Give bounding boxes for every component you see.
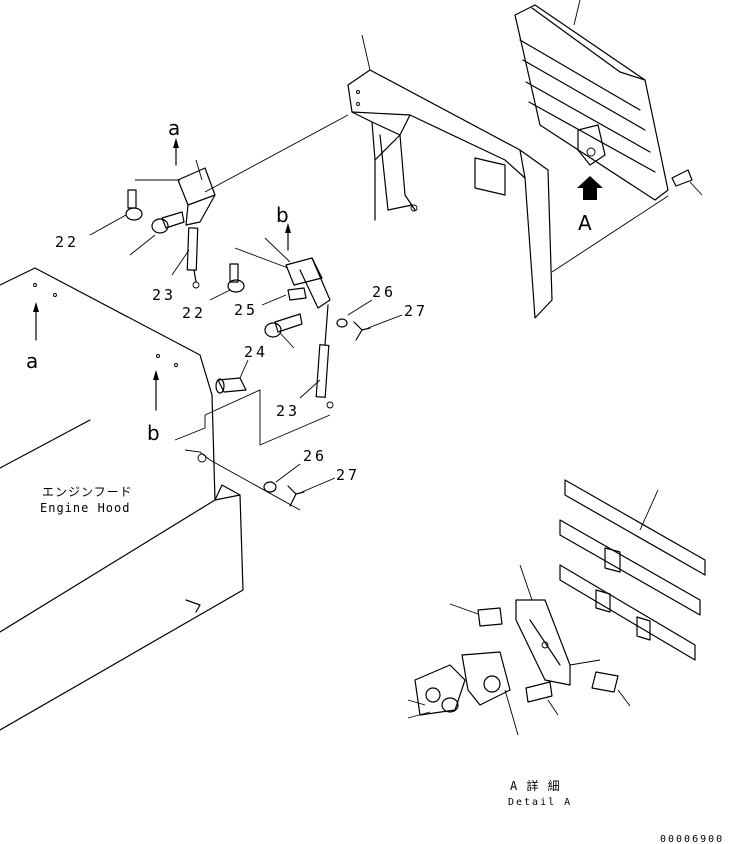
grille-panel [514, 0, 703, 201]
gas-spring-23-lower [299, 304, 334, 409]
bolt-22-lower [209, 263, 245, 301]
hinge-bracket-a [135, 159, 216, 226]
drawing-number: 00006900 [660, 834, 724, 844]
engine-hood [0, 267, 244, 731]
detail-a-rails [559, 479, 706, 661]
bolt-25 [261, 287, 307, 306]
clip-27-upper [353, 314, 403, 341]
lower-mount-outline [174, 389, 331, 511]
callout-27-b: 27 [336, 466, 360, 484]
ref-label-a-bottom: a [26, 349, 38, 373]
detail-a-bolts [449, 603, 631, 716]
detail-label-jp: A 詳 細 [510, 778, 561, 793]
ref-label-a-top: a [168, 116, 180, 140]
ref-label-b-top: b [276, 203, 289, 227]
ref-arrow-b-hood [153, 370, 159, 411]
washer-26-upper [336, 299, 373, 328]
ref-arrow-b-top [285, 223, 291, 251]
view-arrow-A [577, 176, 603, 200]
callout-26-b: 26 [303, 447, 327, 465]
detail-a-bracket [515, 564, 601, 686]
pin-24 [215, 359, 249, 394]
clip-27-lower [287, 477, 336, 507]
detail-label-en: Detail A [508, 797, 572, 808]
callout-24: 24 [244, 343, 268, 361]
callout-26-a: 26 [372, 283, 396, 301]
ref-arrow-a-top [173, 138, 179, 166]
washer-26-lower [263, 463, 301, 493]
hinge-bracket-b [234, 237, 331, 309]
callout-22-b: 22 [182, 304, 206, 322]
bolt-22-upper [89, 189, 143, 236]
radiator-guard [347, 34, 669, 319]
callout-27-a: 27 [404, 302, 428, 320]
ref-label-b-bottom: b [147, 421, 160, 445]
callout-23-a: 23 [152, 286, 176, 304]
callout-25: 25 [234, 301, 258, 319]
bolt-22-side [129, 211, 185, 256]
callout-23-b: 23 [276, 402, 300, 420]
hood-label-en: Engine Hood [40, 501, 130, 515]
gas-spring-23-upper [171, 227, 200, 289]
detail-a-hinge [407, 651, 519, 736]
ref-arrow-a-hood [33, 302, 39, 341]
hood-label-jp: エンジンフード [42, 485, 133, 499]
bolt-25-flange [264, 313, 303, 349]
callout-22-a: 22 [55, 233, 79, 251]
ref-label-A: A [578, 211, 592, 235]
